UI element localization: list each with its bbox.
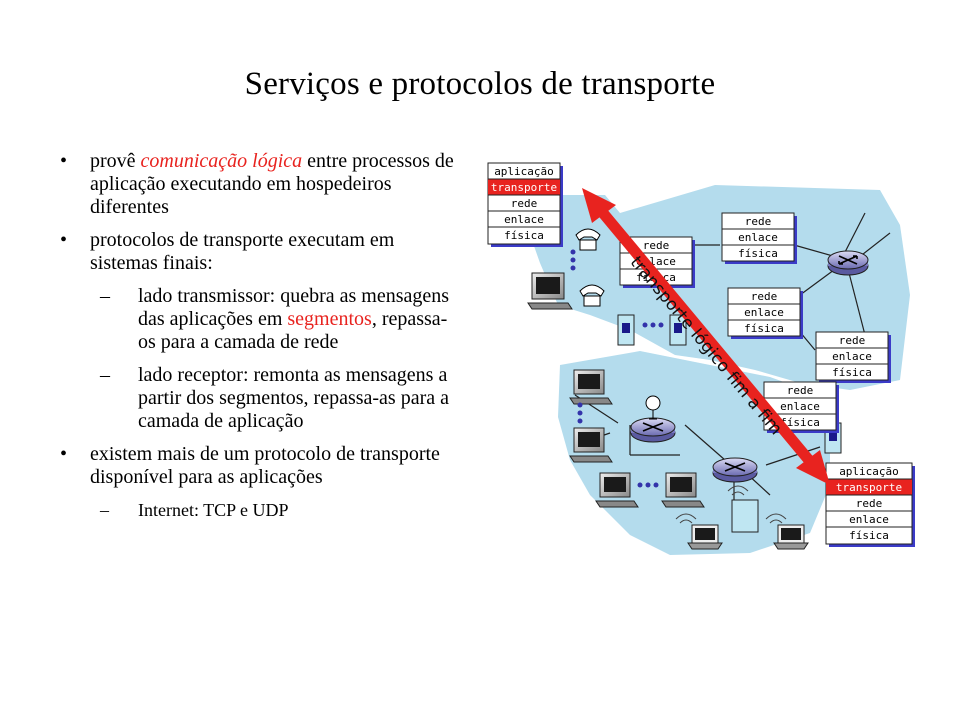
telephone-icon: [575, 228, 601, 251]
layer-network: rede: [511, 197, 538, 210]
layer-transport: transporte: [836, 481, 902, 494]
stack-router-b: rede enlace física: [721, 212, 797, 264]
layer-transport: transporte: [491, 181, 557, 194]
bullet-text: existem mais de um protocolo de transpor…: [90, 443, 440, 488]
layer-physical: física: [504, 229, 544, 242]
access-point-icon: [731, 499, 759, 533]
bullet-text: provê: [90, 150, 141, 172]
layer-physical: física: [744, 322, 784, 335]
slide-title: Serviços e protocolos de transporte: [244, 66, 716, 102]
bullet-text: entre processos de aplicação executando …: [90, 150, 454, 218]
layer-link: enlace: [744, 306, 784, 319]
layer-physical: física: [738, 247, 778, 260]
layer-network: rede: [745, 215, 772, 228]
server-tower-icon: [617, 314, 635, 346]
layer-physical: física: [849, 529, 889, 542]
stack-router-c: rede enlace física: [727, 287, 803, 339]
router-upper: [827, 250, 869, 276]
ellipsis-dots: [570, 249, 664, 488]
layer-link: enlace: [504, 213, 544, 226]
bullet-multiple-protocols: existem mais de um protocolo de transpor…: [52, 443, 462, 489]
laptop-icon: [687, 524, 723, 550]
layer-physical: física: [832, 366, 872, 379]
layer-link: enlace: [780, 400, 820, 413]
layer-network: rede: [751, 290, 778, 303]
subbullet-sender-side: lado transmissor: quebra as mensagens da…: [90, 285, 462, 354]
subbullet-internet-protocols: Internet: TCP e UDP: [90, 499, 462, 522]
layer-network: rede: [839, 334, 866, 347]
layer-link: enlace: [738, 231, 778, 244]
layer-application: aplicação: [494, 165, 554, 178]
laptop-icon: [773, 524, 809, 550]
desktop-computer-icon: [527, 272, 573, 310]
desktop-computer-icon: [661, 472, 705, 508]
bullet-list: provê comunicação lógica entre processos…: [52, 150, 462, 532]
desktop-computer-icon: [569, 427, 613, 463]
bullet-text: , repassa-os para a camada de rede: [138, 308, 448, 353]
router-lower-right: [712, 457, 758, 483]
bullet-logical-communication: provê comunicação lógica entre processos…: [52, 150, 462, 219]
router-lower-left: [630, 417, 676, 443]
bullet-text: lado receptor: remonta as mensagens a pa…: [138, 364, 449, 432]
antenna-icon: [645, 395, 661, 420]
bullet-end-systems: protocolos de transporte executam em sis…: [52, 229, 462, 275]
highlight-logical-communication: comunicação lógica: [140, 150, 303, 172]
layer-link: enlace: [832, 350, 872, 363]
layer-physical: física: [780, 416, 820, 429]
stack-router-d: rede enlace física: [815, 331, 891, 383]
bullet-text: Internet: TCP e UDP: [138, 500, 289, 520]
stack-host-bottom: aplicação transporte rede enlace física: [825, 462, 915, 547]
layer-network: rede: [787, 384, 814, 397]
stack-router-e: rede enlace física: [763, 381, 839, 433]
network-diagram: aplicação transporte rede enlace física …: [487, 162, 915, 555]
bullet-text: protocolos de transporte executam em sis…: [90, 229, 395, 274]
desktop-computer-icon: [595, 472, 639, 508]
bullet-text: lado transmissor: quebra as mensagens da…: [138, 285, 450, 330]
layer-application: aplicação: [839, 465, 899, 478]
telephone-icon: [579, 284, 605, 307]
server-tower-icon: [669, 314, 687, 346]
wireless-waves-icon: [675, 485, 787, 524]
layer-network: rede: [643, 239, 670, 252]
stack-host-top: aplicação transporte rede enlace física: [487, 162, 563, 247]
layer-network: rede: [856, 497, 883, 510]
desktop-computer-icon: [569, 369, 613, 405]
layer-link: enlace: [849, 513, 889, 526]
highlight-segments: segmentos: [287, 308, 372, 330]
subbullet-receiver-side: lado receptor: remonta as mensagens a pa…: [90, 364, 462, 433]
